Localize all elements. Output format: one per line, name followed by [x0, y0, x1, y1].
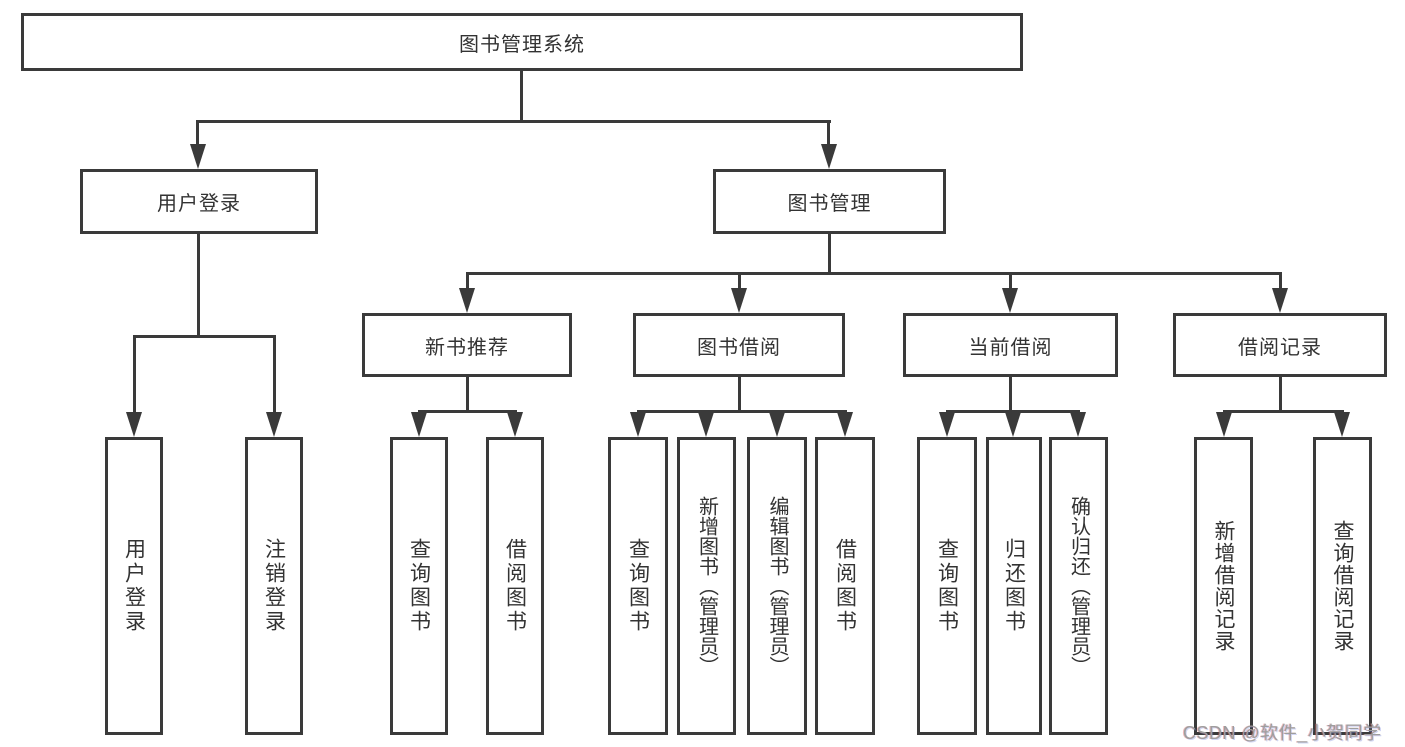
arrowhead-to-user-login	[190, 144, 206, 169]
connector-root-stub	[520, 70, 523, 121]
arrowhead-to-new-books	[459, 288, 475, 313]
leaf-query-books-current: 查询图书	[917, 437, 977, 735]
arrowhead-to-leaf	[411, 412, 427, 437]
arrowhead-to-leaf	[630, 412, 646, 437]
connector-newbooks-stub	[466, 377, 469, 410]
arrowhead-to-leaf	[698, 412, 714, 437]
node-label: 图书管理系统	[459, 33, 585, 56]
leaf-label: 注销登录	[262, 538, 286, 634]
arrowhead-to-leaf-logout	[266, 412, 282, 437]
connector-login-stub	[197, 234, 200, 335]
leaf-label: 借阅图书	[503, 538, 527, 634]
arrowhead-to-leaf	[939, 412, 955, 437]
node-book-borrow: 图书借阅	[633, 313, 845, 377]
node-label: 当前借阅	[968, 336, 1053, 359]
connector-l3-shaft	[1009, 272, 1012, 292]
connector-leaf-shaft	[273, 335, 276, 414]
leaf-user-login: 用户登录	[105, 437, 163, 735]
leaf-query-books-recommend: 查询图书	[390, 437, 448, 735]
arrowhead-to-leaf	[837, 412, 853, 437]
connector-manage-bus	[466, 272, 1282, 275]
connector-login-bus	[133, 335, 276, 338]
leaf-label: 新增借阅记录	[1212, 520, 1235, 652]
node-library-management-system: 图书管理系统	[21, 13, 1023, 71]
leaf-label: 查询图书	[935, 538, 959, 634]
connector-borrowing-stub	[738, 377, 741, 410]
leaf-label: 归还图书	[1002, 538, 1026, 634]
leaf-confirm-return-admin: 确认归还（管理员）	[1049, 437, 1108, 735]
leaf-borrow-books-recommend: 借阅图书	[486, 437, 544, 735]
csdn-watermark: CSDN @软件_小贺同学	[1183, 723, 1382, 743]
connector-manage-stub	[828, 234, 831, 272]
leaf-label: 编辑图书（管理员）	[766, 496, 788, 676]
arrowhead-to-leaf	[1005, 412, 1021, 437]
leaf-borrow-books: 借阅图书	[815, 437, 875, 735]
leaf-query-borrow-record: 查询借阅记录	[1313, 437, 1372, 735]
connector-l3-shaft	[466, 272, 469, 292]
connector-newbooks-bus	[418, 410, 517, 413]
leaf-label: 借阅图书	[833, 538, 857, 634]
connector-root-bus	[197, 120, 831, 123]
connector-current-stub	[1009, 377, 1012, 410]
arrowhead-to-leaf	[1216, 412, 1232, 437]
leaf-label: 查询图书	[626, 538, 650, 634]
leaf-add-borrow-record: 新增借阅记录	[1194, 437, 1253, 735]
leaf-label: 新增图书（管理员）	[695, 496, 718, 676]
leaf-return-books: 归还图书	[986, 437, 1042, 735]
arrowhead-to-leaf	[1334, 412, 1350, 437]
node-book-manage: 图书管理	[713, 169, 946, 234]
connector-login-shaft	[196, 120, 199, 148]
node-label: 图书借阅	[697, 336, 781, 359]
leaf-edit-books-admin: 编辑图书（管理员）	[747, 437, 807, 735]
node-user-login: 用户登录	[80, 169, 318, 234]
arrowhead-to-current	[1002, 288, 1018, 313]
arrowhead-to-records	[1272, 288, 1288, 313]
arrowhead-to-book-manage	[821, 144, 837, 169]
arrowhead-to-leaf	[1070, 412, 1086, 437]
arrowhead-to-borrowing	[731, 288, 747, 313]
leaf-label: 用户登录	[122, 538, 146, 634]
node-label: 图书管理	[787, 193, 872, 215]
node-label: 用户登录	[157, 193, 241, 215]
arrowhead-to-leaf	[769, 412, 785, 437]
leaf-query-books-borrowing: 查询图书	[608, 437, 668, 735]
connector-leaf-shaft	[133, 335, 136, 414]
leaf-logout: 注销登录	[245, 437, 303, 735]
leaf-label: 确认归还（管理员）	[1067, 496, 1090, 676]
node-borrow-records: 借阅记录	[1173, 313, 1387, 377]
leaf-label: 查询图书	[407, 538, 431, 634]
node-label: 借阅记录	[1238, 336, 1322, 359]
connector-manage-shaft	[827, 120, 830, 148]
arrowhead-to-leaf	[507, 412, 523, 437]
connector-records-stub	[1279, 377, 1282, 410]
connector-records-bus	[1223, 410, 1344, 413]
connector-borrowing-bus	[637, 410, 847, 413]
node-label: 新书推荐	[425, 336, 509, 359]
leaf-add-books-admin: 新增图书（管理员）	[677, 437, 736, 735]
arrowhead-to-leaf-login	[126, 412, 142, 437]
connector-l3-shaft	[1279, 272, 1282, 292]
node-new-book-recommend: 新书推荐	[362, 313, 572, 377]
leaf-label: 查询借阅记录	[1331, 520, 1354, 652]
connector-l3-shaft	[738, 272, 741, 292]
node-current-borrow: 当前借阅	[903, 313, 1118, 377]
